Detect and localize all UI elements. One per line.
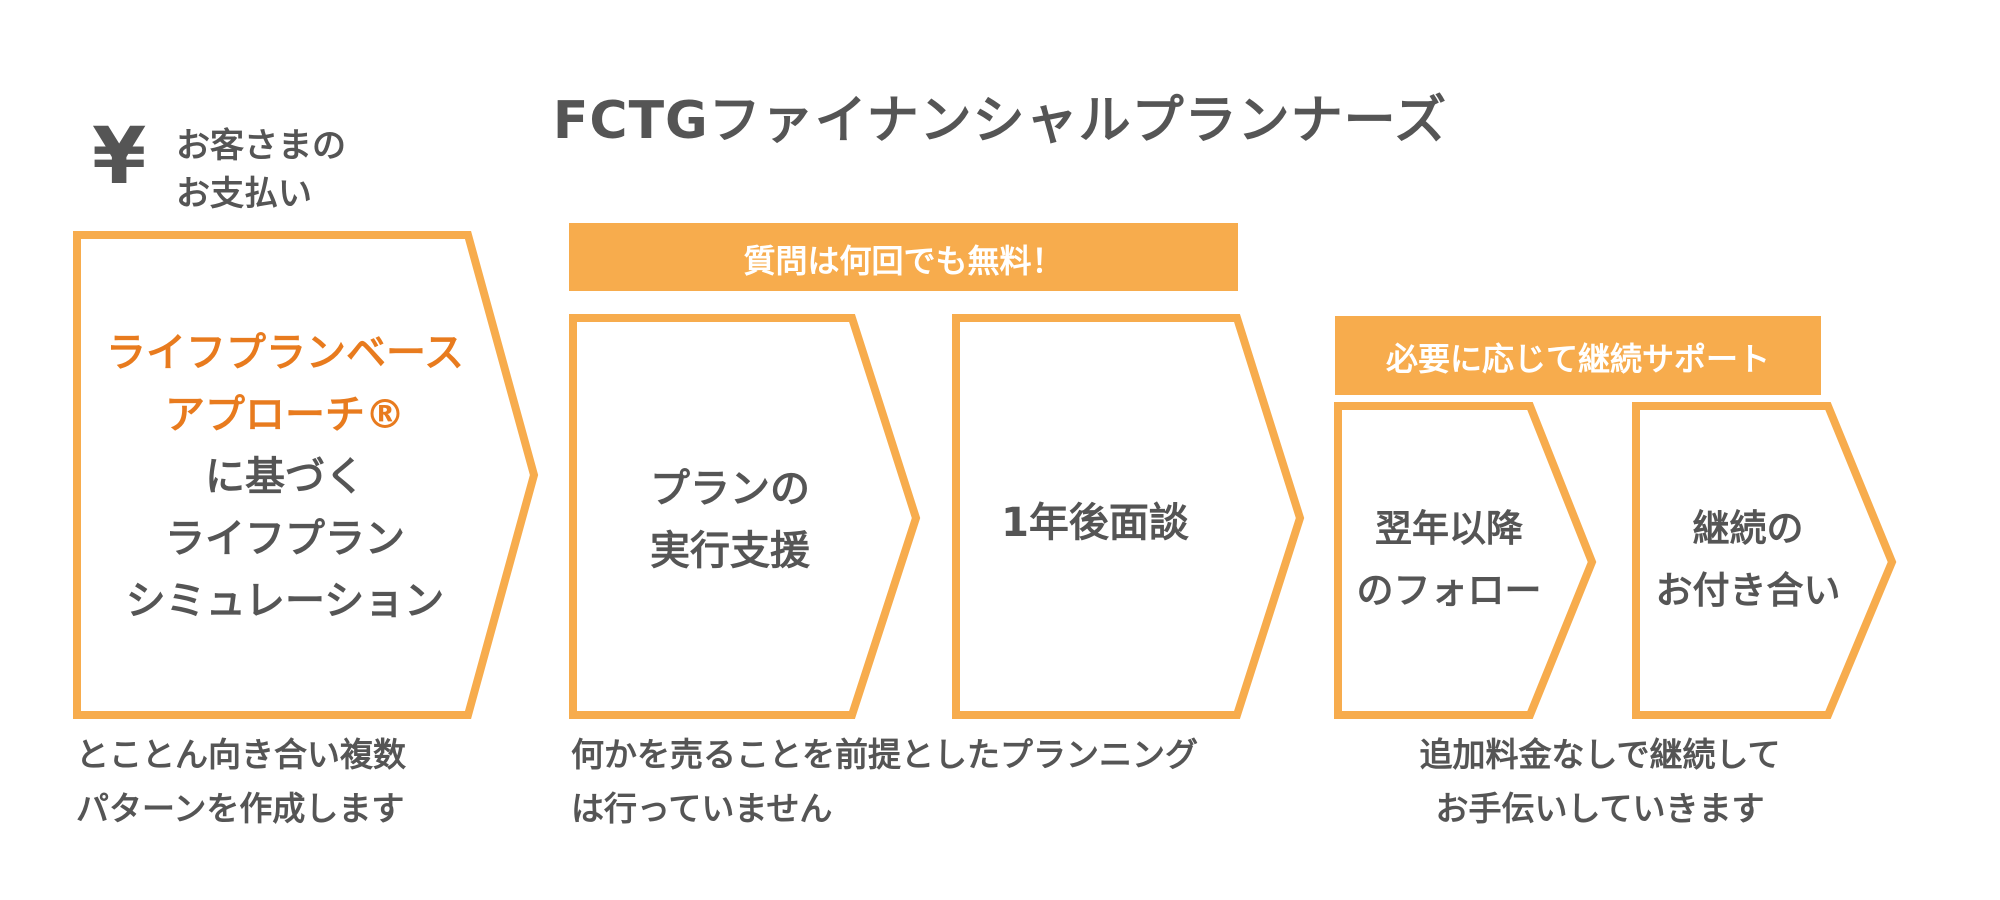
right-caption-line1: 追加料金なしで継続して (1419, 735, 1781, 774)
right-caption: 追加料金なしで継続して お手伝いしていきます (1340, 728, 1860, 836)
step1-text: ライフプランベース アプローチ® に基づく ライフプラン シミュレーション (85, 322, 485, 632)
payment-line1: お客さまの (176, 126, 346, 166)
step1-arrow-box (73, 231, 539, 719)
banner-continued-support-bg (1335, 316, 1821, 395)
step2-line1: プランの (650, 466, 810, 512)
step1-highlight2: アプローチ® (165, 392, 405, 438)
step5-line2: お付き合い (1655, 569, 1841, 612)
step1-line4: ライフプラン (165, 516, 405, 562)
step1-caption-line2: パターンを作成します (76, 789, 405, 828)
payment-line2: お支払い (176, 174, 312, 214)
right-caption-line2: お手伝いしていきます (1435, 789, 1765, 828)
step4-line1: 翌年以降 (1375, 507, 1523, 550)
step1-caption: とことん向き合い複数 パターンを作成します (76, 728, 406, 836)
step2-text: プランの 実行支援 (580, 458, 880, 582)
yen-icon: ¥ (92, 112, 147, 202)
step5-line1: 継続の (1692, 507, 1804, 550)
step1-highlight1: ライフプランベース (106, 330, 464, 376)
step5-text: 継続の お付き合い (1636, 498, 1860, 622)
banner-continued-support: 必要に応じて継続サポート (1385, 340, 1770, 378)
step5-arrow-box (1632, 402, 1897, 719)
middle-caption-line2: は行っていません (571, 789, 833, 828)
step3-arrow-box (952, 314, 1305, 719)
step4-text: 翌年以降 のフォロー (1338, 498, 1560, 622)
middle-caption-line1: 何かを売ることを前提としたプランニング (571, 735, 1198, 774)
step4-line2: のフォロー (1356, 569, 1542, 612)
step3-text: 1年後面談 (1001, 500, 1189, 546)
step2-arrow-box (569, 314, 921, 719)
step1-line5: シミュレーション (125, 578, 445, 624)
step1-caption-line1: とことん向き合い複数 (76, 735, 406, 774)
step2-line2: 実行支援 (650, 528, 810, 574)
banner-free-questions: 質問は何回でも無料！ (743, 242, 1064, 280)
page-title: FCTGファイナンシャルプランナーズ (552, 91, 1448, 151)
step4-arrow-box (1334, 402, 1597, 719)
middle-caption: 何かを売ることを前提としたプランニング は行っていません (571, 728, 1198, 836)
step1-line3: に基づく (205, 454, 365, 500)
banner-free-questions-bg (569, 223, 1238, 291)
payment-label: お客さまの お支払い (176, 122, 346, 218)
